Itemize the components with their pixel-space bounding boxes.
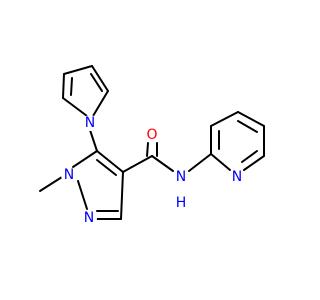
pyrazole-n1-label: N xyxy=(64,167,74,183)
bond-pyrrole-c5-n xyxy=(92,90,109,117)
bond-pyrrole-c4-c5-double xyxy=(90,73,103,92)
bond-pyrrole-c2-c3-double xyxy=(70,77,73,96)
bond-pyridine-c4-c5-double xyxy=(237,120,258,133)
pyrrole-nitrogen-label: N xyxy=(85,115,95,131)
bond-pyridine-c6-n xyxy=(243,155,265,171)
bond-pyrrole-c3-c4 xyxy=(63,65,93,75)
pyrrole-n-background xyxy=(82,115,98,131)
amide-nitrogen-label: N xyxy=(176,169,186,185)
bond-n1-methyl xyxy=(39,176,63,192)
molecule-structure-diagram: N O N N N H N xyxy=(39,65,265,226)
bond-carbonyl-c-amide-n xyxy=(151,155,174,172)
bond-pyrrole-n-c2 xyxy=(62,97,88,117)
bond-pyrazole-c5-n1 xyxy=(72,150,98,168)
amide-n-background xyxy=(173,169,189,185)
carbonyl-o-background xyxy=(144,127,160,143)
bond-carbonyl-double-1 xyxy=(146,142,149,157)
bond-pyridine-c6-n-double xyxy=(241,150,258,163)
pyrazole-n1-background xyxy=(61,167,77,183)
bond-pyrrole-n-pyrazole-c5 xyxy=(89,129,98,152)
pyrazole-n2-background xyxy=(81,210,97,226)
bond-layer xyxy=(39,65,265,220)
bond-amide-n-pyridine-c2 xyxy=(188,153,212,172)
atom-label-layer: N O N N N H N xyxy=(61,115,245,226)
bond-pyrrole-c2-c3 xyxy=(62,73,65,99)
bond-c4-carbonyl-c xyxy=(122,155,153,173)
bond-pyrazole-c4-c5-double xyxy=(96,159,117,176)
bond-pyrazole-c4-c5 xyxy=(96,150,124,173)
pyridine-n-background xyxy=(229,169,245,185)
pyrazole-n2-label: N xyxy=(84,210,94,226)
bond-pyridine-n-c2 xyxy=(210,153,231,171)
carbonyl-oxygen-label: O xyxy=(146,127,157,143)
pyridine-nitrogen-label: N xyxy=(232,169,242,185)
bond-pyridine-c3-c4 xyxy=(210,111,239,127)
bond-pyridine-c4-c5 xyxy=(237,111,265,127)
bond-pyrazole-c3-c4 xyxy=(120,171,124,220)
bond-pyrazole-n1-n2 xyxy=(77,180,88,210)
amide-hydrogen-label: H xyxy=(176,195,187,211)
bond-pyrrole-c4-c5 xyxy=(91,65,109,92)
